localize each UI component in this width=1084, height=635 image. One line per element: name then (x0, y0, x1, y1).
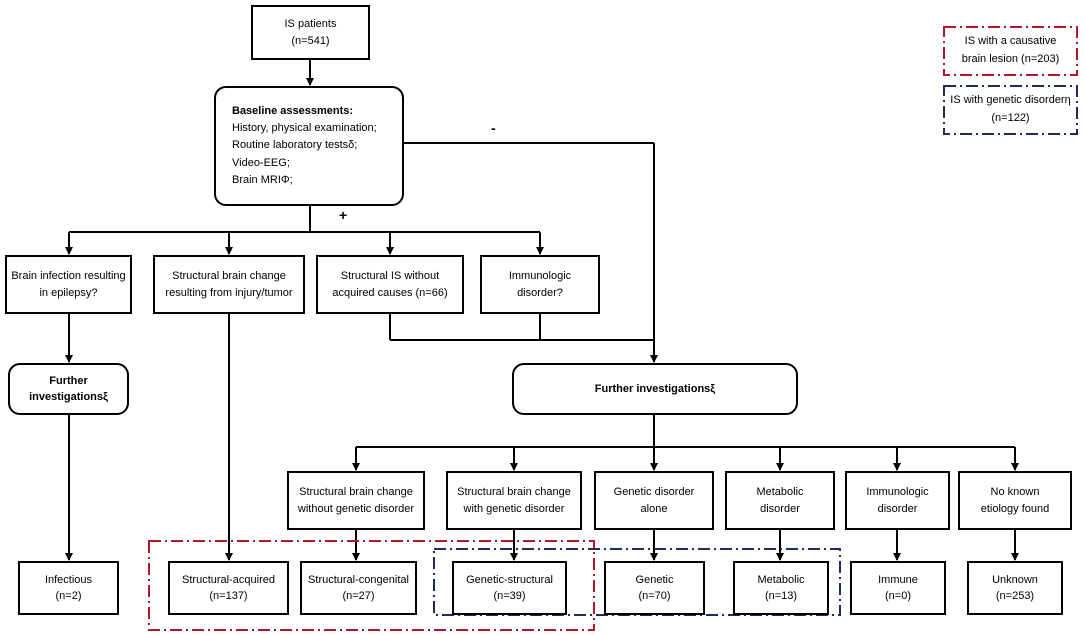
outcome-metabolic: Metabolic (n=13) (733, 561, 829, 615)
baseline-title: Baseline assessments: (232, 105, 354, 118)
is-patients-box: IS patients (n=541) (251, 5, 370, 60)
baseline-item: History, physical examination; (232, 122, 377, 135)
legend-blue-line-2: (n=122) (991, 112, 1030, 124)
category-line: disorder (877, 502, 918, 515)
legend-red-line-2: brain lesion (n=203) (961, 53, 1060, 65)
category-line: with genetic disorder (463, 502, 565, 515)
plus-sign: + (339, 207, 348, 223)
outcome-label: Infectious (44, 573, 93, 586)
outcome-count: (n=70) (638, 590, 671, 602)
baseline-assessments-box: Baseline assessments: History, physical … (214, 86, 404, 206)
legend-blue-line-1: IS with genetic disorderη (950, 94, 1071, 107)
outcome-structural-acquired: Structural-acquired (n=137) (168, 561, 289, 615)
category-line: Structural brain change (457, 486, 571, 498)
structural-no-acquired-box: Structural IS without acquired causes (n… (316, 255, 464, 314)
outcome-count: (n=13) (764, 590, 798, 602)
category-no-known-etiology: No known etiology found (958, 471, 1072, 530)
immunologic-question-line-2: disorder? (517, 286, 563, 299)
outcome-genetic: Genetic (n=70) (604, 561, 705, 615)
category-line: without genetic disorder (297, 502, 415, 515)
category-line: Immunologic (866, 486, 929, 498)
outcome-count: (n=253) (995, 590, 1035, 602)
outcome-label: Immune (878, 573, 918, 586)
immunologic-question-box: Immunologic disorder? (480, 255, 600, 314)
category-line: No known (990, 486, 1040, 498)
further-small-line-1: Further (49, 374, 88, 387)
category-line: disorder (760, 502, 800, 515)
brain-infection-line-2: in epilepsy? (39, 286, 98, 299)
outcome-immune: Immune (n=0) (850, 561, 946, 615)
further-investigations-box: Further investigationsξ (512, 363, 798, 415)
brain-infection-box: Brain infection resulting in epilepsy? (5, 255, 132, 314)
baseline-item: Video-EEG; (232, 156, 290, 169)
category-structural-without-genetic: Structural brain change without genetic … (287, 471, 425, 530)
outcome-count: (n=137) (209, 590, 248, 602)
outcome-label: Metabolic (757, 573, 805, 586)
structural-no-acquired-line-1: Structural IS without (340, 270, 440, 282)
further-investigations-small-box: Further investigationsξ (8, 363, 129, 415)
outcome-unknown: Unknown (n=253) (967, 561, 1063, 615)
is-patients-title: IS patients (284, 18, 337, 30)
outcome-genetic-structural: Genetic-structural (n=39) (452, 561, 567, 615)
is-patients-count: (n=541) (291, 34, 330, 47)
structural-injury-box: Structural brain change resulting from i… (153, 255, 305, 314)
further-small-line-2: investigationsξ (29, 391, 108, 403)
outcome-label: Structural-acquired (182, 573, 275, 586)
outcome-label: Unknown (992, 573, 1038, 586)
minus-sign: - (491, 120, 496, 136)
baseline-item: Routine laboratory testsδ; (232, 139, 358, 152)
category-line: Genetic disorder (613, 486, 695, 498)
legend-genetic-disorder: IS with genetic disorderη (n=122) (944, 86, 1077, 134)
outcome-infectious: Infectious (n=2) (18, 561, 119, 615)
outcome-count: (n=0) (885, 590, 911, 602)
legend-causative-lesion: IS with a causative brain lesion (n=203) (944, 27, 1077, 75)
structural-injury-line-1: Structural brain change (172, 270, 286, 282)
outcome-label: Genetic (635, 573, 674, 586)
category-structural-with-genetic: Structural brain change with genetic dis… (446, 471, 582, 530)
group-causative-lesion-frame (148, 540, 595, 631)
category-line: etiology found (980, 502, 1050, 515)
category-line: Structural brain change (299, 486, 413, 498)
category-line: alone (640, 502, 668, 515)
structural-injury-line-2: resulting from injury/tumor (165, 286, 293, 299)
legend-blue-frame (943, 85, 1078, 135)
outcome-structural-congenital: Structural-congenital (n=27) (300, 561, 417, 615)
further-big-label: Further investigationsξ (594, 382, 716, 395)
group-genetic-disorder-frame (433, 548, 841, 616)
outcome-label: Structural-congenital (308, 573, 409, 586)
outcome-label: Genetic-structural (466, 573, 553, 586)
structural-no-acquired-line-2: acquired causes (n=66) (332, 286, 448, 299)
category-metabolic: Metabolic disorder (725, 471, 835, 530)
outcome-count: (n=27) (342, 590, 375, 602)
immunologic-question-line-1: Immunologic (508, 270, 572, 282)
category-immunologic: Immunologic disorder (845, 471, 950, 530)
category-line: Metabolic (756, 486, 804, 498)
outcome-count: (n=2) (55, 590, 82, 602)
category-genetic-alone: Genetic disorder alone (594, 471, 714, 530)
outcome-count: (n=39) (493, 590, 526, 602)
legend-red-frame (943, 26, 1078, 76)
legend-red-line-1: IS with a causative (964, 35, 1057, 48)
brain-infection-line-1: Brain infection resulting (11, 270, 126, 282)
baseline-item: Brain MRIΦ; (232, 173, 293, 186)
